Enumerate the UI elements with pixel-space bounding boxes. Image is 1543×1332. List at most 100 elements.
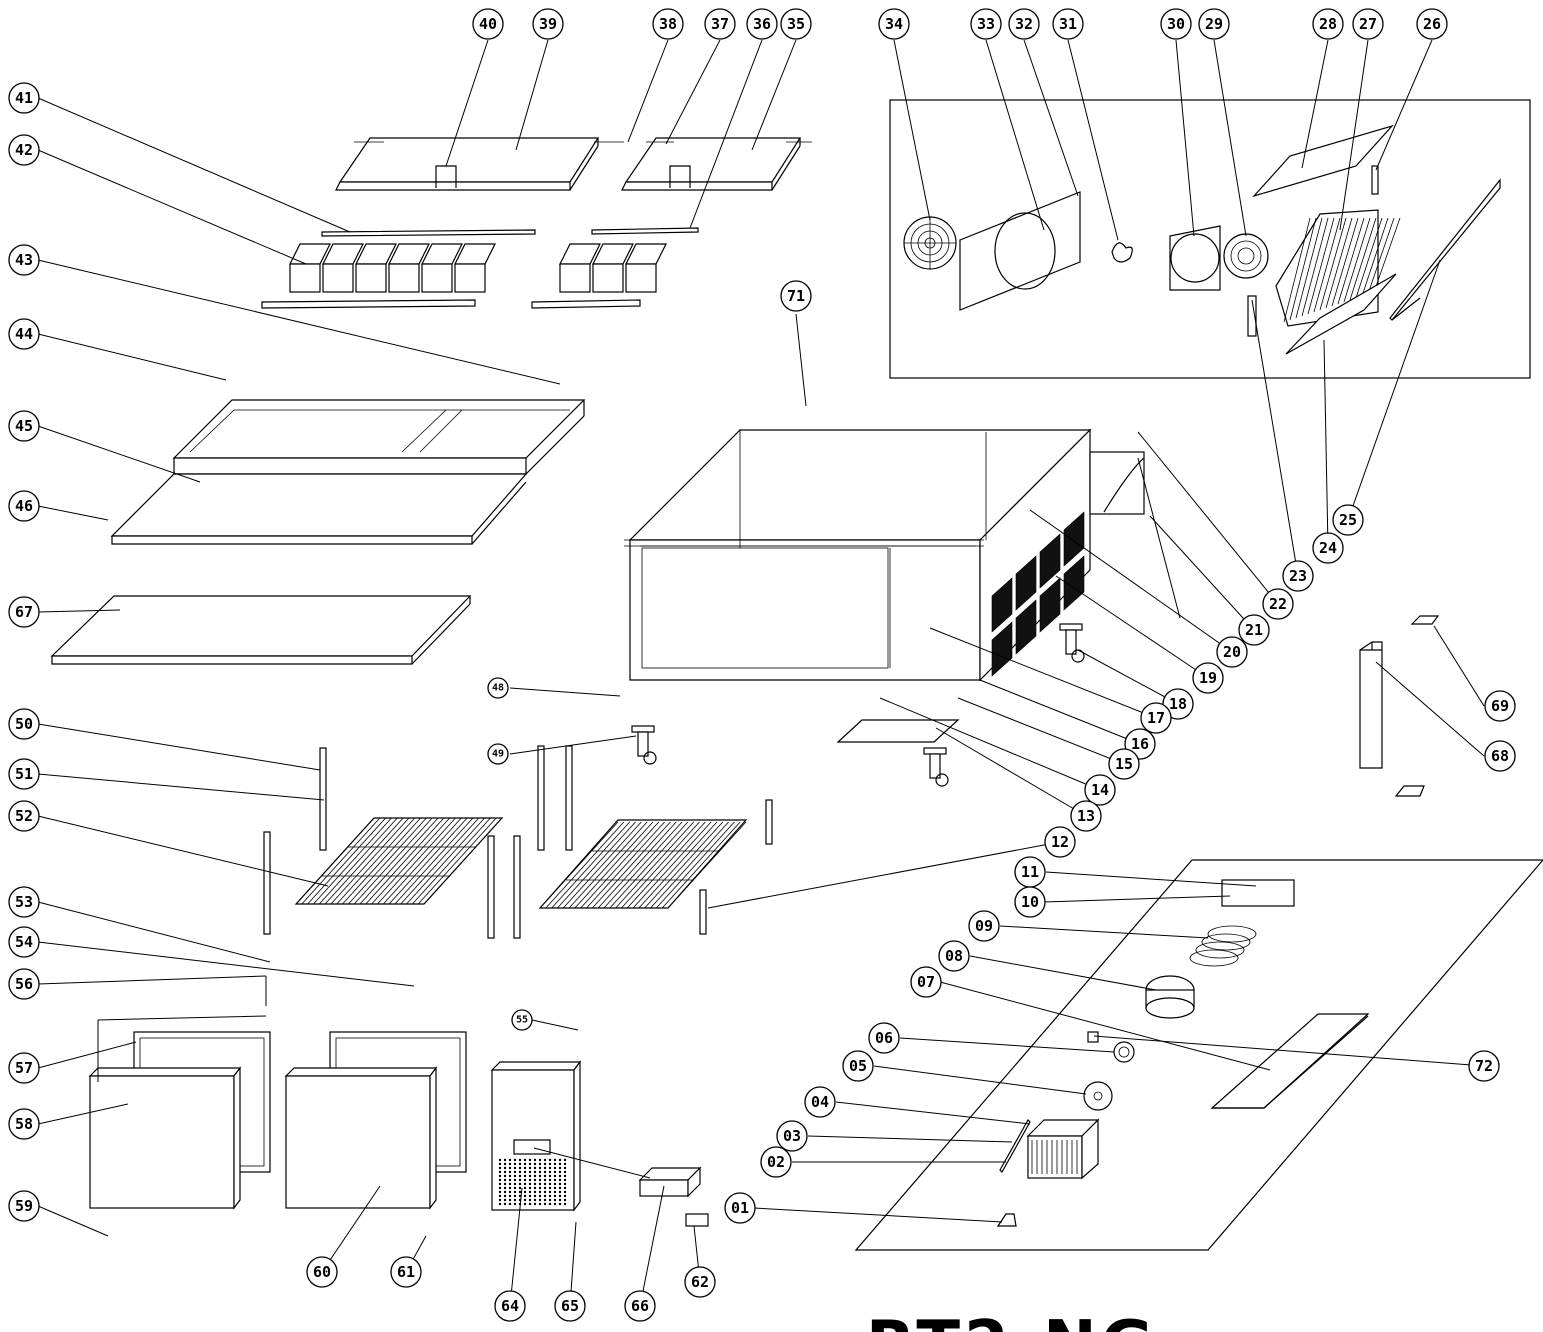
callout-label: 58	[15, 1115, 33, 1133]
callout-label: 27	[1359, 15, 1377, 33]
callout-label: 06	[875, 1029, 893, 1047]
callout-label: 11	[1021, 863, 1039, 881]
callout-12: 12	[1044, 826, 1076, 858]
callout-circle	[1216, 636, 1248, 668]
callout-30: 30	[1160, 8, 1192, 40]
callout-31: 31	[1052, 8, 1084, 40]
callout-54: 54	[8, 926, 40, 958]
runner-c	[487, 835, 495, 939]
callout-69: 69	[1484, 690, 1516, 722]
gn-pans-left	[289, 243, 496, 293]
callout-02: 02	[760, 1146, 792, 1178]
door-58	[88, 1066, 242, 1210]
callout-circle	[804, 1086, 836, 1118]
callout-29: 29	[1198, 8, 1230, 40]
runner-51	[263, 831, 271, 935]
callout-39: 39	[532, 8, 564, 40]
callout-36: 36	[746, 8, 778, 40]
callout-71: 71	[780, 280, 812, 312]
callout-circle	[8, 800, 40, 832]
callout-34: 34	[878, 8, 910, 40]
callout-label: 41	[15, 89, 33, 107]
callout-label: 36	[753, 15, 771, 33]
bracket-26	[1371, 165, 1379, 195]
callout-25: 25	[1332, 504, 1364, 536]
callout-42: 42	[8, 134, 40, 166]
callout-circle	[760, 1146, 792, 1178]
callout-circle	[8, 1108, 40, 1140]
callout-circle	[8, 244, 40, 276]
callout-label: 39	[539, 15, 557, 33]
worktop-67	[50, 595, 472, 665]
callout-label: 69	[1491, 697, 1509, 715]
shelf-rack-right	[538, 819, 748, 909]
callout-05: 05	[842, 1050, 874, 1082]
callout-14: 14	[1084, 774, 1116, 806]
callout-circle	[1332, 504, 1364, 536]
callout-circle	[1160, 8, 1192, 40]
callout-label: 12	[1051, 833, 1069, 851]
runner-50	[319, 747, 327, 851]
callout-41: 41	[8, 82, 40, 114]
callout-15: 15	[1108, 748, 1140, 780]
callout-label: 62	[691, 1273, 709, 1291]
lid-left	[335, 137, 624, 191]
rail-36	[591, 227, 699, 235]
callout-circle	[487, 743, 509, 765]
callout-label: 04	[811, 1093, 829, 1111]
callout-circle	[8, 926, 40, 958]
callout-label: 20	[1223, 643, 1241, 661]
callout-circle	[1084, 774, 1116, 806]
callout-circle	[532, 8, 564, 40]
callout-27: 27	[1352, 8, 1384, 40]
callout-circle	[1352, 8, 1384, 40]
callout-44: 44	[8, 318, 40, 350]
callout-label: 10	[1021, 893, 1039, 911]
callout-label: 08	[945, 947, 963, 965]
callout-circle	[1262, 588, 1294, 620]
callout-circle	[878, 8, 910, 40]
callout-65: 65	[554, 1290, 586, 1322]
callout-45: 45	[8, 410, 40, 442]
bracket-ring	[1170, 233, 1220, 283]
callout-33: 33	[970, 8, 1002, 40]
callout-label: 13	[1077, 807, 1095, 825]
callout-label: 60	[313, 1263, 331, 1281]
callout-circle	[1312, 532, 1344, 564]
brush-72	[1087, 1031, 1099, 1043]
callout-circle	[1282, 560, 1314, 592]
callout-label: 23	[1289, 567, 1307, 585]
callout-label: 44	[15, 325, 33, 343]
callout-circle	[8, 1190, 40, 1222]
runner-a	[537, 745, 545, 851]
base-plate-14	[836, 719, 960, 743]
callout-label: 26	[1423, 15, 1441, 33]
callout-72: 72	[1468, 1050, 1500, 1082]
callout-circle	[868, 1022, 900, 1054]
callout-37: 37	[704, 8, 736, 40]
callout-label: 49	[492, 749, 504, 760]
callout-label: 51	[15, 765, 33, 783]
callout-circle	[746, 8, 778, 40]
callout-circle	[1070, 800, 1102, 832]
callout-46: 46	[8, 490, 40, 522]
fan-shroud-33	[959, 191, 1081, 311]
callout-label: 38	[659, 15, 677, 33]
foot-cap	[1394, 785, 1425, 797]
top-frame	[110, 399, 586, 545]
callout-label: 65	[561, 1297, 579, 1315]
rail-43	[261, 299, 476, 309]
callout-59: 59	[8, 1190, 40, 1222]
callout-circle	[8, 490, 40, 522]
callout-67: 67	[8, 596, 40, 628]
callout-43: 43	[8, 244, 40, 276]
callout-50: 50	[8, 708, 40, 740]
callout-label: 21	[1245, 621, 1263, 639]
callout-circle	[1052, 8, 1084, 40]
callout-circle	[472, 8, 504, 40]
callout-60: 60	[306, 1256, 338, 1288]
castor-13	[923, 747, 949, 787]
callout-68: 68	[1484, 740, 1516, 772]
callout-10: 10	[1014, 886, 1046, 918]
